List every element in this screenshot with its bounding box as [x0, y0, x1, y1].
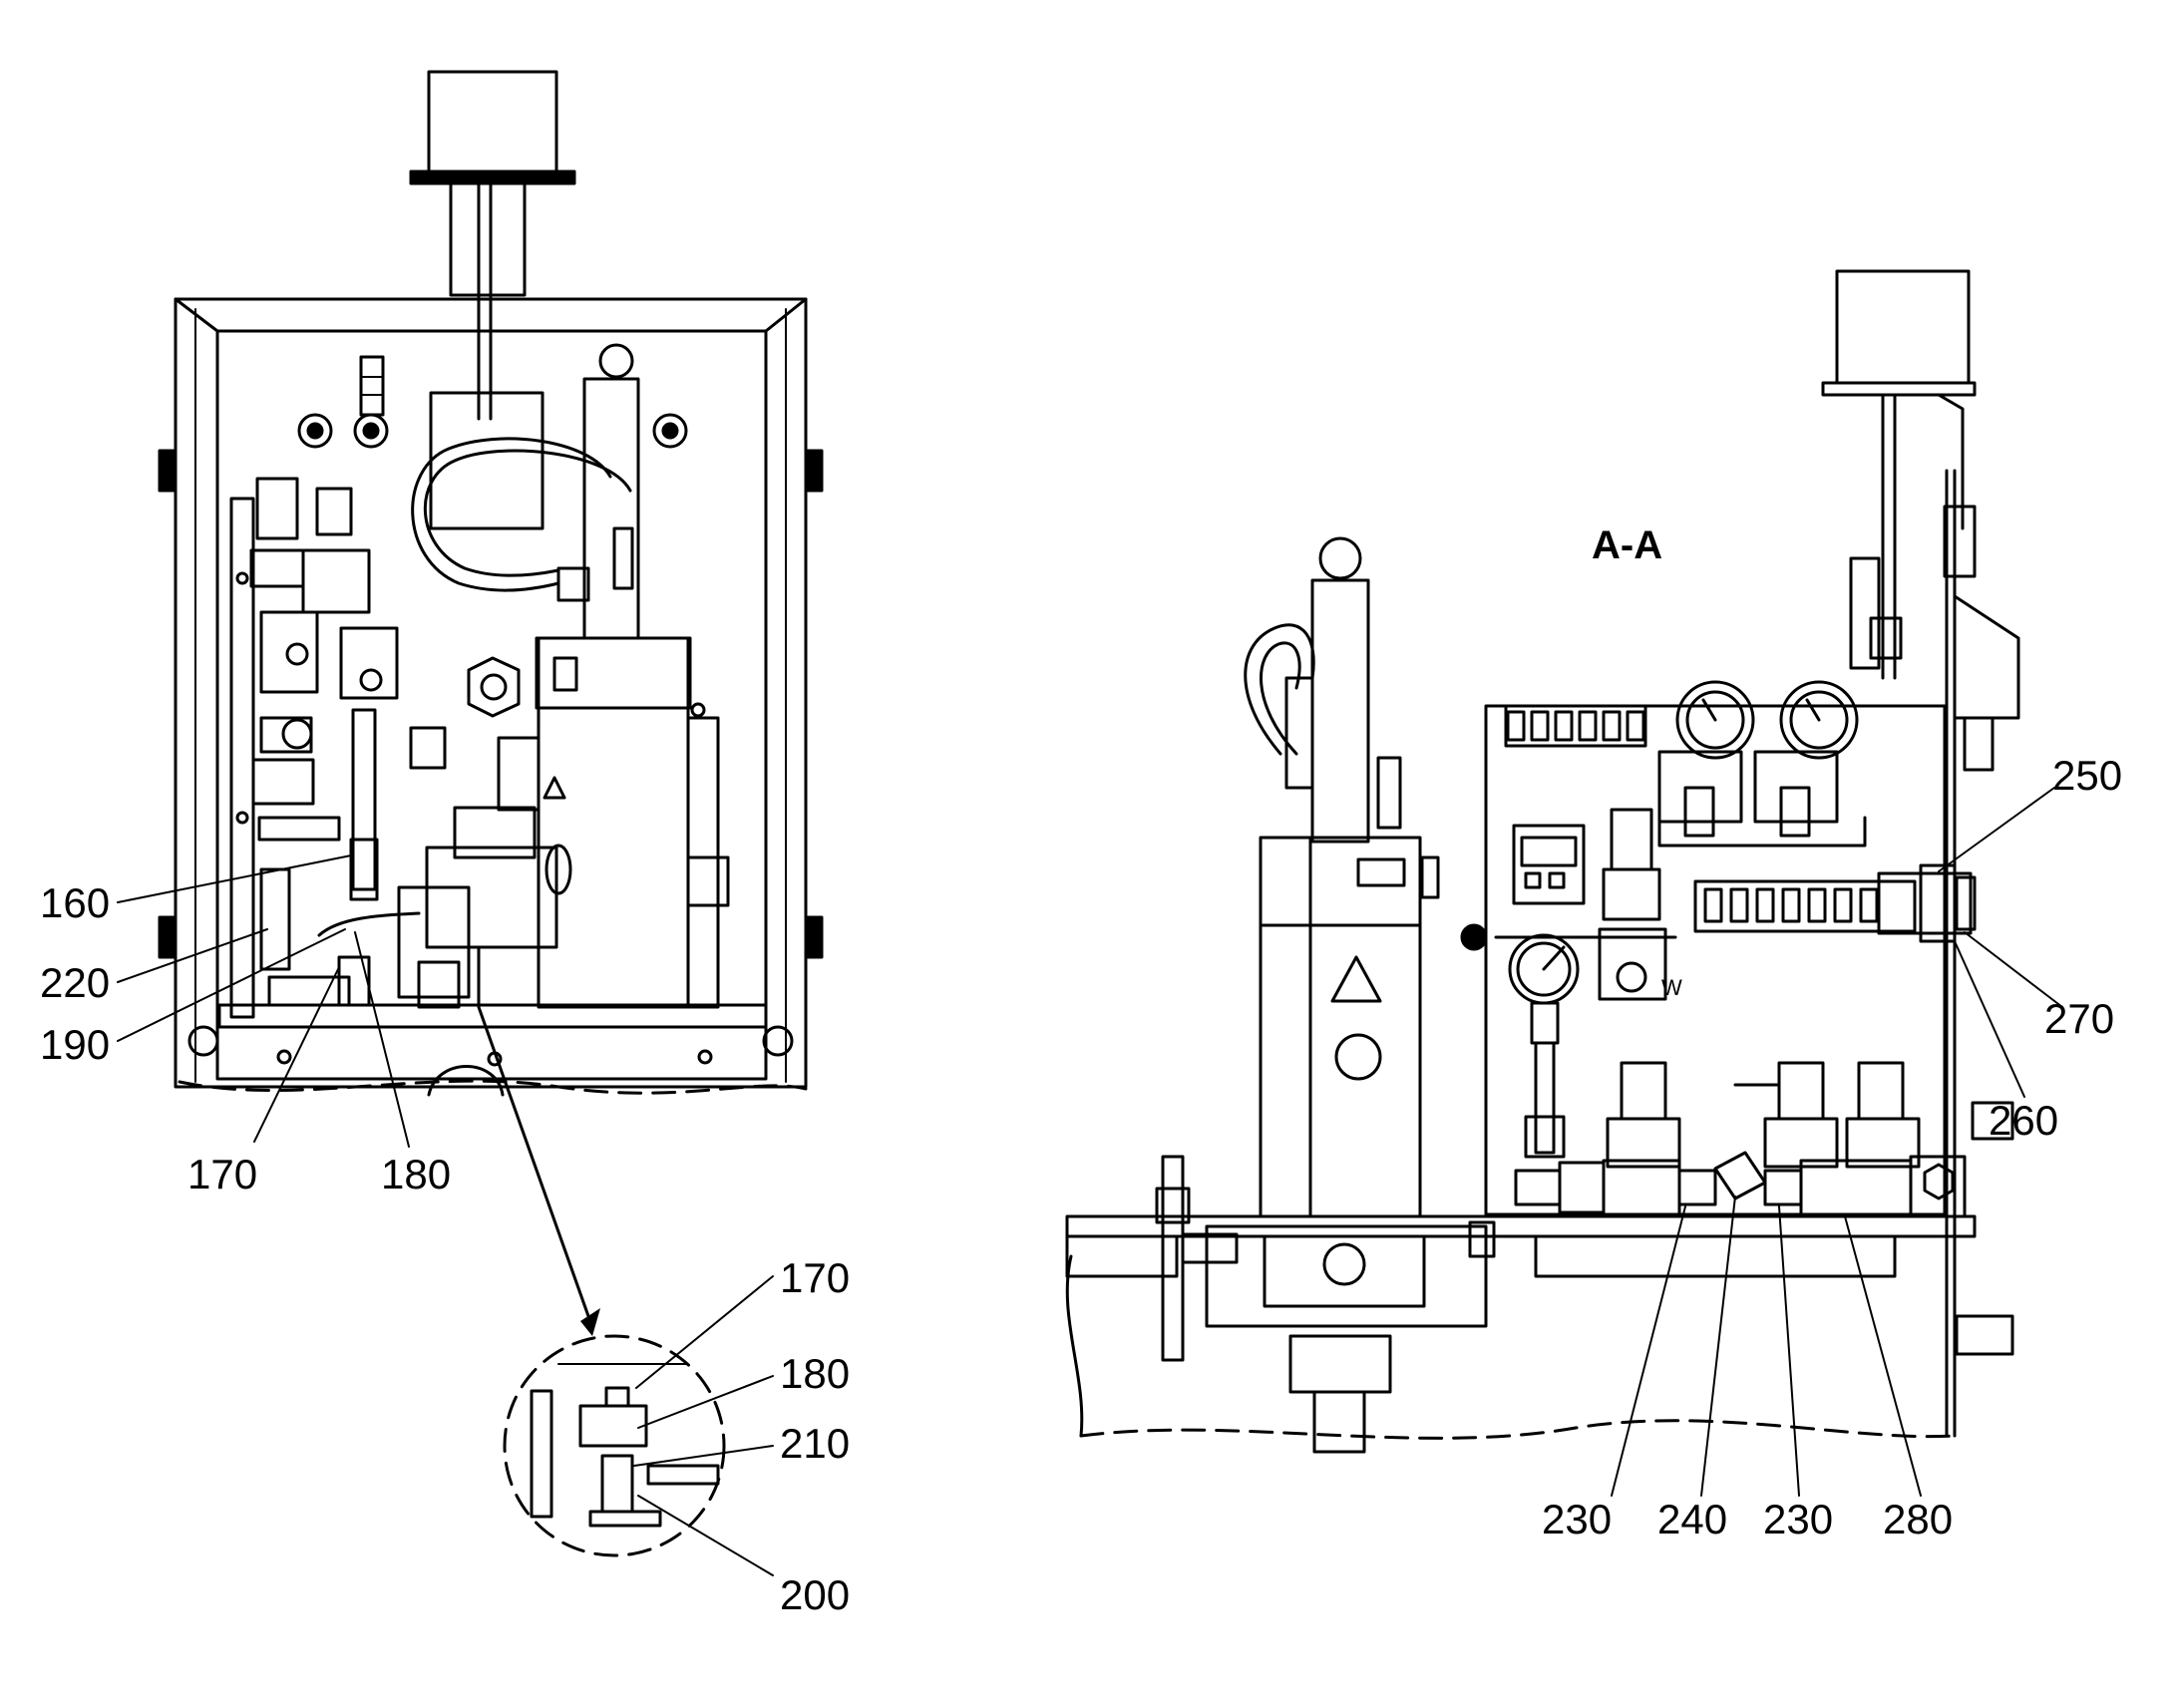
- ref-label-250: 250: [2052, 752, 2122, 799]
- y-strainer-240: [1713, 1151, 1767, 1200]
- section-view: A-A: [1065, 269, 2020, 1454]
- solenoid-lower-2: [1777, 1061, 1825, 1121]
- leaders-left: [117, 854, 774, 1576]
- valve-body-2: [339, 626, 399, 700]
- solenoid-w-top: [1610, 808, 1653, 871]
- outlet-fitting: [1955, 1314, 2014, 1356]
- break-line-left: [178, 1079, 808, 1095]
- front-view: [158, 70, 824, 1097]
- union-230b: [1763, 1169, 1803, 1206]
- ref-label-190: 190: [40, 1021, 110, 1068]
- base-plate: [217, 1003, 768, 1029]
- hose-right: [1244, 623, 1315, 756]
- supply-line: [351, 708, 377, 891]
- terminal-blocks-top: [1506, 710, 1645, 742]
- solenoid-valve-1: [249, 548, 305, 588]
- ref-label-220: 220: [40, 959, 110, 1006]
- section-title: A-A: [1592, 523, 1662, 567]
- fitting-stack-bottom: [337, 955, 371, 1007]
- port-right: [652, 413, 688, 449]
- detail-stem: [600, 1454, 634, 1514]
- terminal-strip-mid: [1693, 879, 1917, 933]
- bracket-plate: [429, 391, 545, 530]
- vertical-tube: [1534, 1041, 1556, 1155]
- valve-mark: W: [1661, 975, 1682, 1000]
- ref-label-200: 200: [780, 1571, 850, 1618]
- manifold-280: [1799, 1159, 1913, 1218]
- union-230a: [1677, 1169, 1717, 1206]
- leaders-right: [1611, 787, 2063, 1497]
- bulkhead-fitting: [1877, 871, 1973, 935]
- vertical-pipe-right: [1310, 578, 1370, 844]
- rail: [1065, 1214, 1977, 1238]
- pressure-gauge-1: [1675, 680, 1755, 760]
- hose-fitting: [556, 566, 590, 602]
- hinge-right-bottom: [806, 915, 824, 959]
- ref-label-180-detail: 180: [780, 1350, 850, 1397]
- cabinet-inner: [215, 329, 768, 1081]
- detail-circle: [503, 1334, 726, 1557]
- ref-label-230-right: 230: [1763, 1496, 1833, 1542]
- side-channel: [229, 497, 255, 1019]
- ref-label-210: 210: [780, 1420, 850, 1467]
- hood-neck: [449, 181, 527, 297]
- heater-housing: [537, 636, 690, 1009]
- ref-label-170: 170: [187, 1151, 257, 1197]
- valve-panel: [1484, 704, 1947, 1216]
- heater-housing-right: [1259, 836, 1422, 1218]
- break-line-right: [1079, 1419, 1957, 1440]
- solenoid-valve-2: [301, 548, 371, 614]
- ref-label-260: 260: [1989, 1097, 2058, 1144]
- gauge-side: [409, 726, 447, 770]
- ref-label-180: 180: [381, 1151, 451, 1197]
- hinge-left-top: [158, 449, 176, 493]
- reference-numerals: 160 220 190 170 180 170 180 210 200 250 …: [40, 752, 2122, 1618]
- pump-head: [453, 806, 537, 859]
- eyebolt-right: [1318, 536, 1362, 580]
- filter-element: [259, 867, 291, 971]
- pressure-gauge-2: [1779, 680, 1859, 760]
- ref-label-270: 270: [2044, 995, 2114, 1042]
- ref-label-160: 160: [40, 879, 110, 926]
- warning-symbol: [543, 776, 566, 800]
- sensor-hood: [1835, 269, 1971, 385]
- flow-controller: [1512, 824, 1586, 905]
- regulator-left: [255, 477, 299, 540]
- hinge-right-top: [806, 449, 824, 493]
- temp-probe: [1161, 1155, 1185, 1362]
- fitting-stack: [359, 355, 385, 417]
- detail-arrow: [477, 1005, 590, 1318]
- ref-label-230-left: 230: [1542, 1496, 1612, 1542]
- ref-label-280: 280: [1883, 1496, 1953, 1542]
- hood-flange: [409, 170, 576, 185]
- port-left: [297, 413, 333, 449]
- solenoid-lower-1: [1620, 1061, 1667, 1121]
- top-hood: [427, 70, 558, 173]
- solenoid-lower-3: [1857, 1061, 1905, 1121]
- detail-view: [477, 1005, 726, 1557]
- manifold-1: [1602, 1159, 1681, 1218]
- terminal-blocks-mid: [1703, 887, 1879, 923]
- terminal-strip-top: [1504, 704, 1647, 748]
- pump-block: [1263, 1234, 1426, 1308]
- motor: [1288, 1334, 1392, 1394]
- eyebolt: [598, 343, 634, 379]
- warning-symbol-right: [1330, 955, 1382, 1003]
- ref-label-170-detail: 170: [780, 1254, 850, 1301]
- hose-loop: [411, 437, 612, 592]
- sensor-bracket: [1953, 594, 2020, 720]
- fitting-160: [349, 838, 379, 901]
- regulator-block-1: [1657, 750, 1743, 824]
- detail-valve: [578, 1404, 648, 1448]
- ref-label-240: 240: [1657, 1496, 1727, 1542]
- hinge-left-bottom: [158, 915, 176, 959]
- pump-tray: [1205, 1224, 1488, 1328]
- vertical-pipe: [582, 377, 640, 640]
- solenoid-w: [1598, 927, 1667, 1001]
- cabinet-frame: [174, 297, 808, 1089]
- hex-nut: [467, 656, 521, 718]
- regulator-block-2: [1753, 750, 1839, 824]
- valve-body-1: [259, 610, 319, 694]
